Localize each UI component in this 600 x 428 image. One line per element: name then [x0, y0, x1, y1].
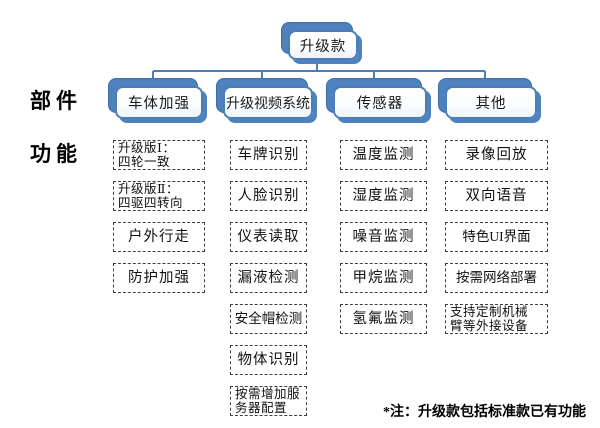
feature-box: 户外行走	[113, 222, 205, 252]
side-label-parts: 部件	[30, 89, 82, 113]
category-label: 传感器	[333, 86, 427, 119]
feature-column-others: 录像回放 双向语音 特色UI界面 按需网络部署 支持定制机械 臂等外接设备	[445, 140, 548, 334]
feature-box: 氢氟监测	[340, 304, 427, 334]
category-node-sensors: 传感器	[326, 78, 427, 119]
feature-box: 漏液检测	[230, 263, 307, 293]
feature-box: 人脸识别	[230, 181, 307, 211]
feature-column-video-system: 车牌识别 人脸识别 仪表读取 漏液检测 安全帽检测 物体识别 按需增加服 务器配…	[230, 140, 307, 416]
side-label-functions: 功能	[30, 142, 82, 166]
feature-box: 仪表读取	[230, 222, 307, 252]
root-node-label: 升级款	[288, 30, 358, 60]
feature-box: 支持定制机械 臂等外接设备	[445, 304, 548, 334]
footnote: *注：升级款包括标准款已有功能	[383, 405, 586, 420]
feature-box: 湿度监测	[340, 181, 427, 211]
category-label: 其他	[445, 86, 537, 119]
feature-box: 录像回放	[445, 140, 548, 170]
category-label: 车体加强	[115, 86, 203, 119]
feature-box: 升级版Ⅰ： 四轮一致	[113, 140, 205, 170]
feature-box: 升级版Ⅱ： 四驱四转向	[113, 181, 205, 211]
feature-box: 甲烷监测	[340, 263, 427, 293]
category-node-others: 其他	[438, 78, 537, 119]
feature-box: 噪音监测	[340, 222, 427, 252]
feature-box: 安全帽检测	[230, 304, 307, 334]
category-node-body-reinforcement: 车体加强	[108, 78, 203, 119]
feature-box: 车牌识别	[230, 140, 307, 170]
feature-column-sensors: 温度监测 湿度监测 噪音监测 甲烷监测 氢氟监测	[340, 140, 427, 334]
feature-column-body-reinforcement: 升级版Ⅰ： 四轮一致 升级版Ⅱ： 四驱四转向 户外行走 防护加强	[113, 140, 205, 293]
feature-box: 温度监测	[340, 140, 427, 170]
feature-box: 按需增加服 务器配置	[230, 386, 307, 416]
feature-box: 防护加强	[113, 263, 205, 293]
feature-box: 物体识别	[230, 345, 307, 375]
category-label: 升级视频系统	[223, 86, 313, 119]
feature-box: 双向语音	[445, 181, 548, 211]
root-node-upgraded-model: 升级款	[281, 22, 358, 60]
feature-box: 按需网络部署	[445, 263, 548, 293]
feature-box: 特色UI界面	[445, 222, 548, 252]
category-node-video-system: 升级视频系统	[216, 78, 313, 119]
